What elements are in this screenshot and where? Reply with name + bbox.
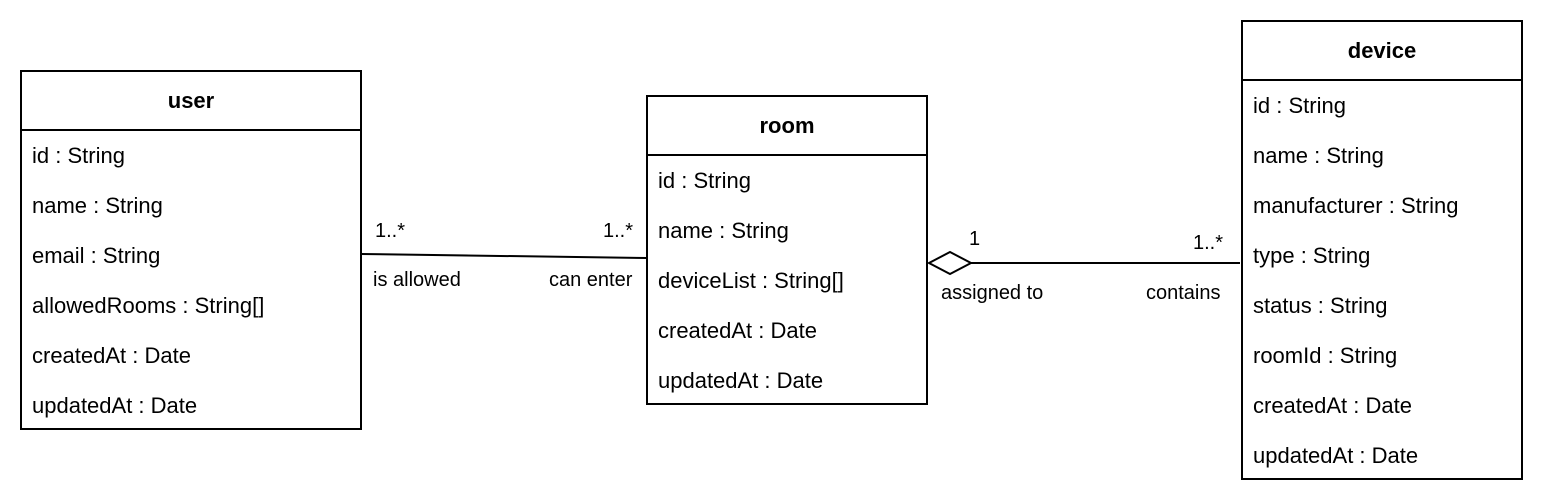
class-device-name: device bbox=[1243, 22, 1521, 81]
room-aggregation-multiplicity-label: 1 bbox=[969, 228, 981, 250]
attribute-row: name : String bbox=[1253, 143, 1384, 168]
class-device-attributes: id : String name : String manufacturer :… bbox=[1243, 81, 1521, 481]
attribute-row: createdAt : Date bbox=[658, 318, 817, 343]
device-multiplicity-label: 1..* bbox=[1193, 232, 1224, 254]
attribute-row: id : String bbox=[1253, 93, 1346, 118]
room-role-label: can enter bbox=[549, 269, 633, 291]
attribute-row: status : String bbox=[1253, 293, 1388, 318]
user-role-label: is allowed bbox=[373, 269, 461, 291]
class-device[interactable]: device id : String name : String manufac… bbox=[1241, 20, 1523, 480]
device-role-label: contains bbox=[1146, 282, 1221, 304]
attribute-row: updatedAt : Date bbox=[658, 368, 824, 393]
attribute-row: createdAt : Date bbox=[32, 343, 191, 368]
attribute-row: name : String bbox=[658, 218, 789, 243]
class-room-name: room bbox=[648, 97, 926, 156]
user-room-association-line bbox=[360, 253, 648, 259]
attribute-row: id : String bbox=[658, 168, 751, 193]
class-user-name: user bbox=[22, 72, 360, 131]
attribute-row: roomId : String bbox=[1253, 343, 1398, 368]
attribute-row: name : String bbox=[32, 193, 163, 218]
class-room[interactable]: room id : String name : String deviceLis… bbox=[646, 95, 928, 405]
attribute-row: type : String bbox=[1253, 243, 1371, 268]
room-aggregation-role-label: assigned to bbox=[941, 282, 1044, 304]
class-user-attributes: id : String name : String email : String… bbox=[22, 131, 360, 431]
attribute-row: id : String bbox=[32, 143, 125, 168]
attribute-row: deviceList : String[] bbox=[658, 268, 844, 293]
attribute-row: updatedAt : Date bbox=[1253, 443, 1419, 468]
attribute-row: createdAt : Date bbox=[1253, 393, 1412, 418]
attribute-row: manufacturer : String bbox=[1253, 193, 1459, 218]
user-multiplicity-label: 1..* bbox=[375, 220, 406, 242]
class-room-attributes: id : String name : String deviceList : S… bbox=[648, 156, 926, 406]
room-multiplicity-label: 1..* bbox=[603, 220, 634, 242]
attribute-row: allowedRooms : String[] bbox=[32, 293, 265, 318]
class-user[interactable]: user id : String name : String email : S… bbox=[20, 70, 362, 430]
attribute-row: updatedAt : Date bbox=[32, 393, 198, 418]
aggregation-diamond-icon bbox=[926, 250, 974, 276]
attribute-row: email : String bbox=[32, 243, 161, 268]
